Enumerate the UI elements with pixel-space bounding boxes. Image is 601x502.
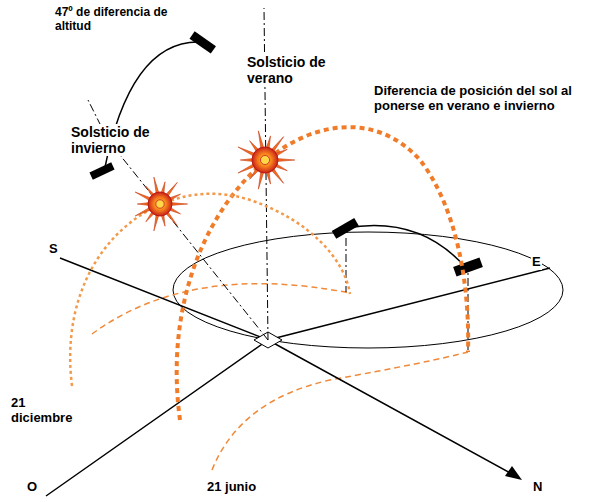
sun-core bbox=[156, 200, 164, 208]
cardinal-point: E bbox=[531, 255, 542, 270]
sun-disc bbox=[252, 147, 278, 173]
sun-ray bbox=[258, 131, 264, 149]
sunset-difference-label: Diferencia de posición del sol al poners… bbox=[373, 84, 597, 114]
winter-solstice-label: Solsticio de invierno bbox=[70, 124, 172, 156]
altitude-marker bbox=[89, 162, 114, 179]
cardinal-point: O bbox=[26, 480, 38, 495]
horizon-ellipse bbox=[173, 232, 563, 348]
date-label: 21 junio bbox=[206, 480, 257, 495]
south-north-axis bbox=[60, 258, 512, 474]
sun-icon bbox=[135, 177, 187, 231]
altitude-difference-label: 47º de diferencia de altitud bbox=[54, 6, 184, 34]
sunset-marker bbox=[332, 218, 359, 239]
sun-ray bbox=[154, 214, 159, 231]
sun-ray bbox=[258, 171, 264, 189]
sunset-difference-arc bbox=[346, 225, 466, 268]
sun-ray bbox=[137, 203, 149, 206]
sun-ray bbox=[154, 177, 159, 194]
cardinal-point: S bbox=[48, 242, 59, 257]
sun-ray bbox=[171, 203, 188, 206]
summer-sun-path bbox=[177, 127, 469, 420]
north-arrowhead bbox=[505, 466, 522, 480]
sun-icon bbox=[238, 131, 295, 189]
date-label: 21 diciembre bbox=[10, 396, 84, 426]
altitude-marker bbox=[189, 31, 215, 53]
winter-sunset-line bbox=[346, 238, 347, 292]
sun-ray bbox=[240, 158, 253, 161]
west-east-axis bbox=[46, 268, 550, 496]
sunset-marker bbox=[453, 258, 483, 277]
winter-night-arc bbox=[92, 284, 350, 334]
cardinal-point: N bbox=[532, 480, 543, 495]
summer-solstice-label: Solsticio de verano bbox=[246, 54, 344, 86]
summer-night-arc bbox=[212, 352, 468, 470]
sun-ray bbox=[277, 158, 295, 161]
winter-sun-path bbox=[70, 194, 350, 386]
winter-altitude-line bbox=[108, 140, 268, 340]
sun-disc bbox=[148, 192, 172, 216]
sun-core bbox=[260, 155, 269, 164]
